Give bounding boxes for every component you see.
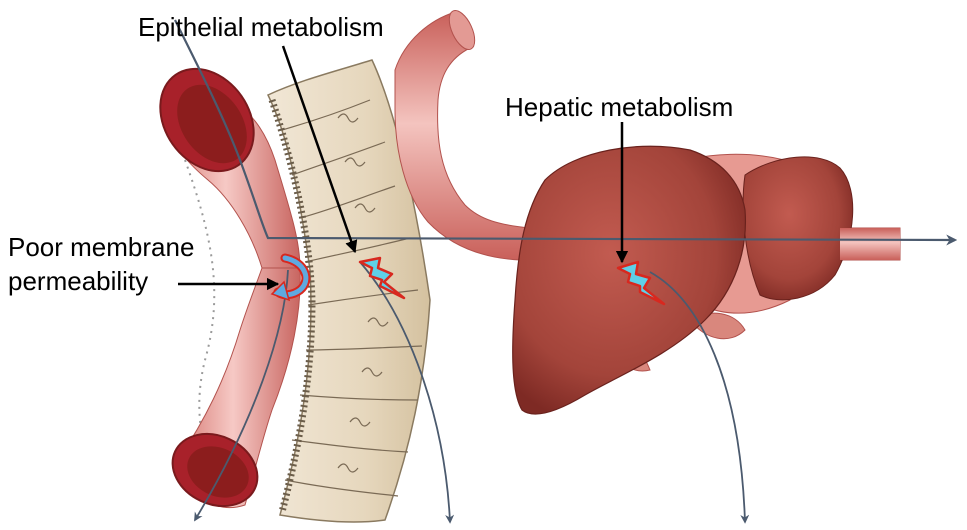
liver [513, 146, 853, 414]
epithelial-metabolism-label: Epithelial metabolism [138, 12, 384, 42]
hepatic-metabolism-label: Hepatic metabolism [505, 92, 733, 122]
poor-permeability-label-line1: Poor membrane [8, 232, 194, 262]
portal-vein-exit [840, 228, 900, 260]
poor-permeability-label-line2: permeability [8, 266, 148, 296]
